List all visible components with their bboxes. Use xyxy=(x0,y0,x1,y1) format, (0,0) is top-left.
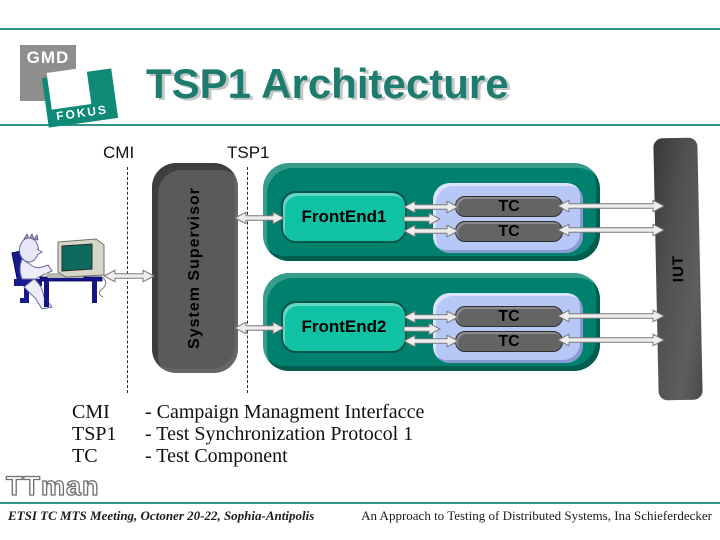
legend-term: CMI xyxy=(72,401,110,423)
legend-term: TC xyxy=(72,445,98,467)
user-at-terminal-clipart xyxy=(11,233,107,310)
legend-term: TSP1 xyxy=(72,423,117,445)
legend-definition: - Test Component xyxy=(145,445,288,467)
logo-white-square xyxy=(46,67,92,110)
tc-group2-container xyxy=(433,293,583,363)
header-divider xyxy=(0,124,720,126)
gmd-fokus-logo: GMD FOKUS xyxy=(18,42,122,128)
legend-row-tsp1: TSP1 - Test Synchronization Protocol 1 xyxy=(72,423,424,445)
screen xyxy=(61,243,93,272)
system-supervisor-block[interactable]: System Supervisor xyxy=(152,163,238,373)
footer-right-text: An Approach to Testing of Distributed Sy… xyxy=(361,508,712,523)
tc-group1-container xyxy=(433,183,583,253)
legend-definition: - Campaign Managment Interfacce xyxy=(145,401,425,423)
tc-block-3[interactable]: TC xyxy=(455,306,563,327)
page-title: TSP1 Architecture xyxy=(146,60,509,107)
tsp1-label: TSP1 xyxy=(227,143,270,162)
footer-divider xyxy=(0,502,720,504)
frontend1-block[interactable]: FrontEnd1 xyxy=(281,191,407,243)
system-supervisor-label: System Supervisor xyxy=(186,187,203,349)
legend: CMI - Campaign Managment Interfacce TSP1 -… xyxy=(72,401,424,467)
top-divider xyxy=(0,28,720,30)
tc-block-1[interactable]: TC xyxy=(455,196,563,217)
tc-block-2[interactable]: TC xyxy=(455,221,563,242)
footer-left-text: ETSI TC MTS Meeting, Octoner 20-22, Soph… xyxy=(8,508,315,523)
tsp1-boundary-line xyxy=(247,167,248,393)
legend-row-tc: TC - Test Component xyxy=(72,445,424,467)
cmi-label: CMI xyxy=(103,143,135,162)
iut-label: IUT xyxy=(669,255,687,283)
iut-block[interactable]: IUT xyxy=(653,137,703,401)
tc-block-4[interactable]: TC xyxy=(455,331,563,352)
frontend2-block[interactable]: FrontEnd2 xyxy=(281,301,407,353)
legend-definition: - Test Synchronization Protocol 1 xyxy=(145,423,414,445)
legend-row-cmi: CMI - Campaign Managment Interfacce xyxy=(72,401,424,423)
ttman-wordmark: TTman xyxy=(5,470,100,501)
